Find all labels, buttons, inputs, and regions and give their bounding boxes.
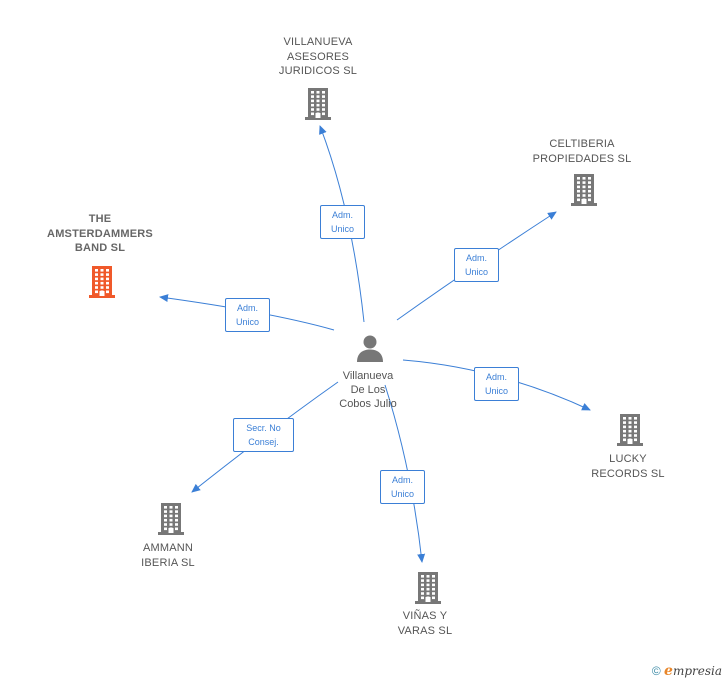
copyright-notice: © empresia <box>652 663 722 679</box>
building-icon[interactable] <box>303 86 333 120</box>
building-icon[interactable] <box>615 412 645 446</box>
company-name-ammann[interactable]: AMMANN IBERIA SL <box>141 542 195 569</box>
copyright-symbol: © <box>651 664 661 678</box>
edge-label-amsterdammers: Adm. Unico <box>225 298 270 332</box>
center-person-name[interactable]: Villanueva De Los Cobos Julio <box>339 370 397 410</box>
building-icon[interactable] <box>413 570 443 604</box>
company-name-celtiberia[interactable]: CELTIBERIA PROPIEDADES SL <box>532 138 632 165</box>
company-name-vinas[interactable]: VIÑAS Y VARAS SL <box>397 610 453 637</box>
edge-label-lucky-records: Adm. Unico <box>474 367 519 401</box>
company-name-amsterdammers[interactable]: THE AMSTERDAMMERS BAND SL <box>47 213 153 254</box>
empresia-logo[interactable]: empresia <box>664 663 722 679</box>
building-icon[interactable] <box>569 172 599 206</box>
building-icon[interactable] <box>87 264 117 298</box>
edge-label-ammann: Secr. No Consej. <box>233 418 294 452</box>
edge-label-villanueva-asesores: Adm. Unico <box>320 205 365 239</box>
company-name-villanueva-asesores[interactable]: VILLANUEVA ASESORES JURIDICOS SL <box>278 36 358 77</box>
edge-label-vinas: Adm. Unico <box>380 470 425 504</box>
edge-label-celtiberia: Adm. Unico <box>454 248 499 282</box>
company-name-lucky-records[interactable]: LUCKY RECORDS SL <box>591 453 665 480</box>
person-icon[interactable] <box>355 333 385 363</box>
building-icon[interactable] <box>156 501 186 535</box>
